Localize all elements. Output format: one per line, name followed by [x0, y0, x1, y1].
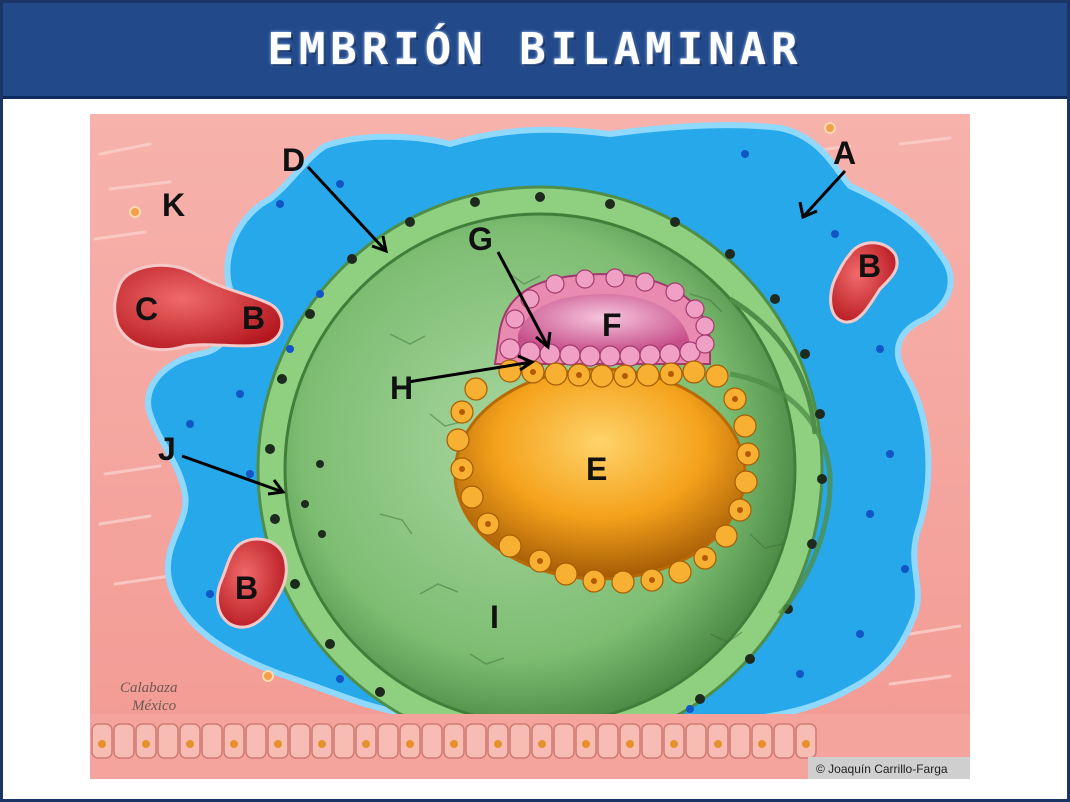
stromal-cells — [129, 122, 836, 682]
pointer-arrows — [181, 165, 847, 496]
slide-title: Embrión bilaminar — [267, 24, 803, 75]
label-e: E — [586, 451, 607, 487]
signature-line1: Calabaza — [120, 680, 178, 696]
vessel-c — [113, 263, 284, 352]
label-d: D — [282, 142, 305, 178]
label-f: F — [602, 307, 622, 343]
label-k: K — [162, 187, 185, 223]
label-b-left: B — [242, 300, 265, 336]
signature-line2: México — [131, 698, 177, 714]
exocoelomic-membrane — [728, 296, 818, 435]
label-b-bottom: B — [235, 570, 258, 606]
label-i: I — [490, 599, 499, 635]
embryo-illustration: A B B B C D E F G H I J K Calabaza Méxic… — [90, 114, 970, 779]
maternal-vessels — [113, 241, 899, 629]
label-g: G — [468, 221, 493, 257]
hypoblast-nuclei — [459, 369, 751, 584]
label-c: C — [135, 291, 158, 327]
label-b-right: B — [858, 248, 881, 284]
title-banner: Embrión bilaminar — [3, 3, 1067, 99]
yolk-sac — [446, 359, 760, 594]
vessel-b-bottom — [216, 537, 288, 629]
credit-box — [808, 757, 970, 779]
uterine-epithelium — [90, 714, 970, 779]
cavity-cells — [186, 150, 909, 713]
vessel-b-right — [829, 241, 899, 324]
epiblast-cells — [499, 268, 715, 367]
image-credit: © Joaquín Carrillo-Farga — [816, 762, 948, 776]
extraembryonic-mesoderm — [379, 273, 784, 665]
embryo-svg: A B B B C D E F G H I J K Calabaza Méxic… — [90, 114, 970, 779]
label-a: A — [833, 135, 856, 171]
label-j: J — [158, 431, 176, 467]
label-h: H — [390, 370, 413, 406]
